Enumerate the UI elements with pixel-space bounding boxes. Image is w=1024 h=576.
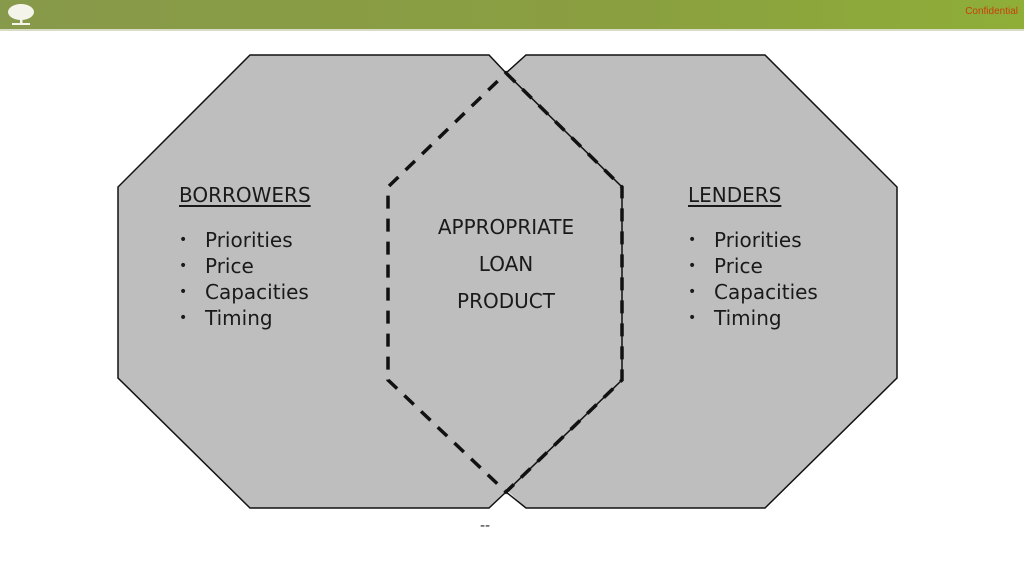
borrowers-block: BORROWERS Priorities Price Capacities Ti…	[179, 183, 311, 331]
borrowers-item: Capacities	[179, 279, 311, 305]
overlap-dashed-outline	[386, 70, 624, 495]
lenders-item: Capacities	[688, 279, 818, 305]
borrowers-item: Price	[179, 253, 311, 279]
tree-icon	[8, 4, 34, 25]
lenders-item: Price	[688, 253, 818, 279]
header-bar: Confidential	[0, 0, 1024, 31]
borrowers-item: Priorities	[179, 227, 311, 253]
lenders-shape	[388, 55, 897, 508]
footer-mark: --	[480, 518, 491, 534]
lenders-title: LENDERS	[688, 183, 782, 207]
borrowers-title: BORROWERS	[179, 183, 311, 207]
overlap-line: APPROPRIATE	[437, 215, 575, 239]
lenders-block: LENDERS Priorities Price Capacities Timi…	[688, 183, 818, 331]
confidential-label: Confidential	[965, 6, 1018, 17]
overlap-line: LOAN	[478, 252, 534, 276]
borrowers-outline	[117, 54, 507, 509]
lenders-item: Priorities	[688, 227, 818, 253]
overlap-label: APPROPRIATE LOAN PRODUCT	[420, 212, 592, 323]
borrowers-item: Timing	[179, 305, 311, 331]
overlap-line: PRODUCT	[457, 289, 555, 313]
lenders-item: Timing	[688, 305, 818, 331]
lenders-outline	[505, 54, 898, 509]
